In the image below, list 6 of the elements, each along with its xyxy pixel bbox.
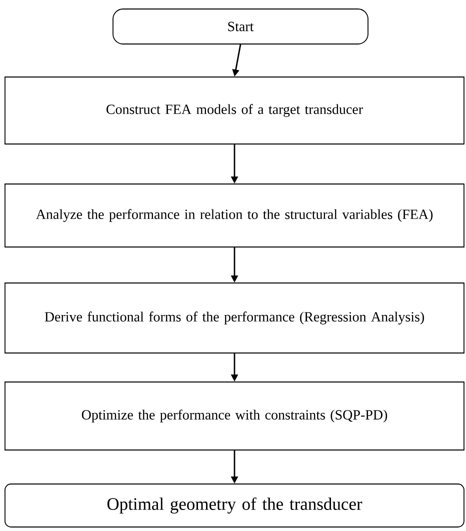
process-box: Construct FEA models of a target transducer (4, 76, 464, 144)
process-box: Derive functional forms of the performance (Regression Analysis) (4, 282, 464, 354)
terminal-box: Start (112, 8, 368, 44)
process-box: Optimize the performance with constraints (SQP-PD) (4, 382, 464, 450)
terminal-box: Optimal geometry of the transducer (4, 484, 464, 528)
process-box: Analyze the performance in relation to the structural variables (FEA) (4, 184, 464, 248)
